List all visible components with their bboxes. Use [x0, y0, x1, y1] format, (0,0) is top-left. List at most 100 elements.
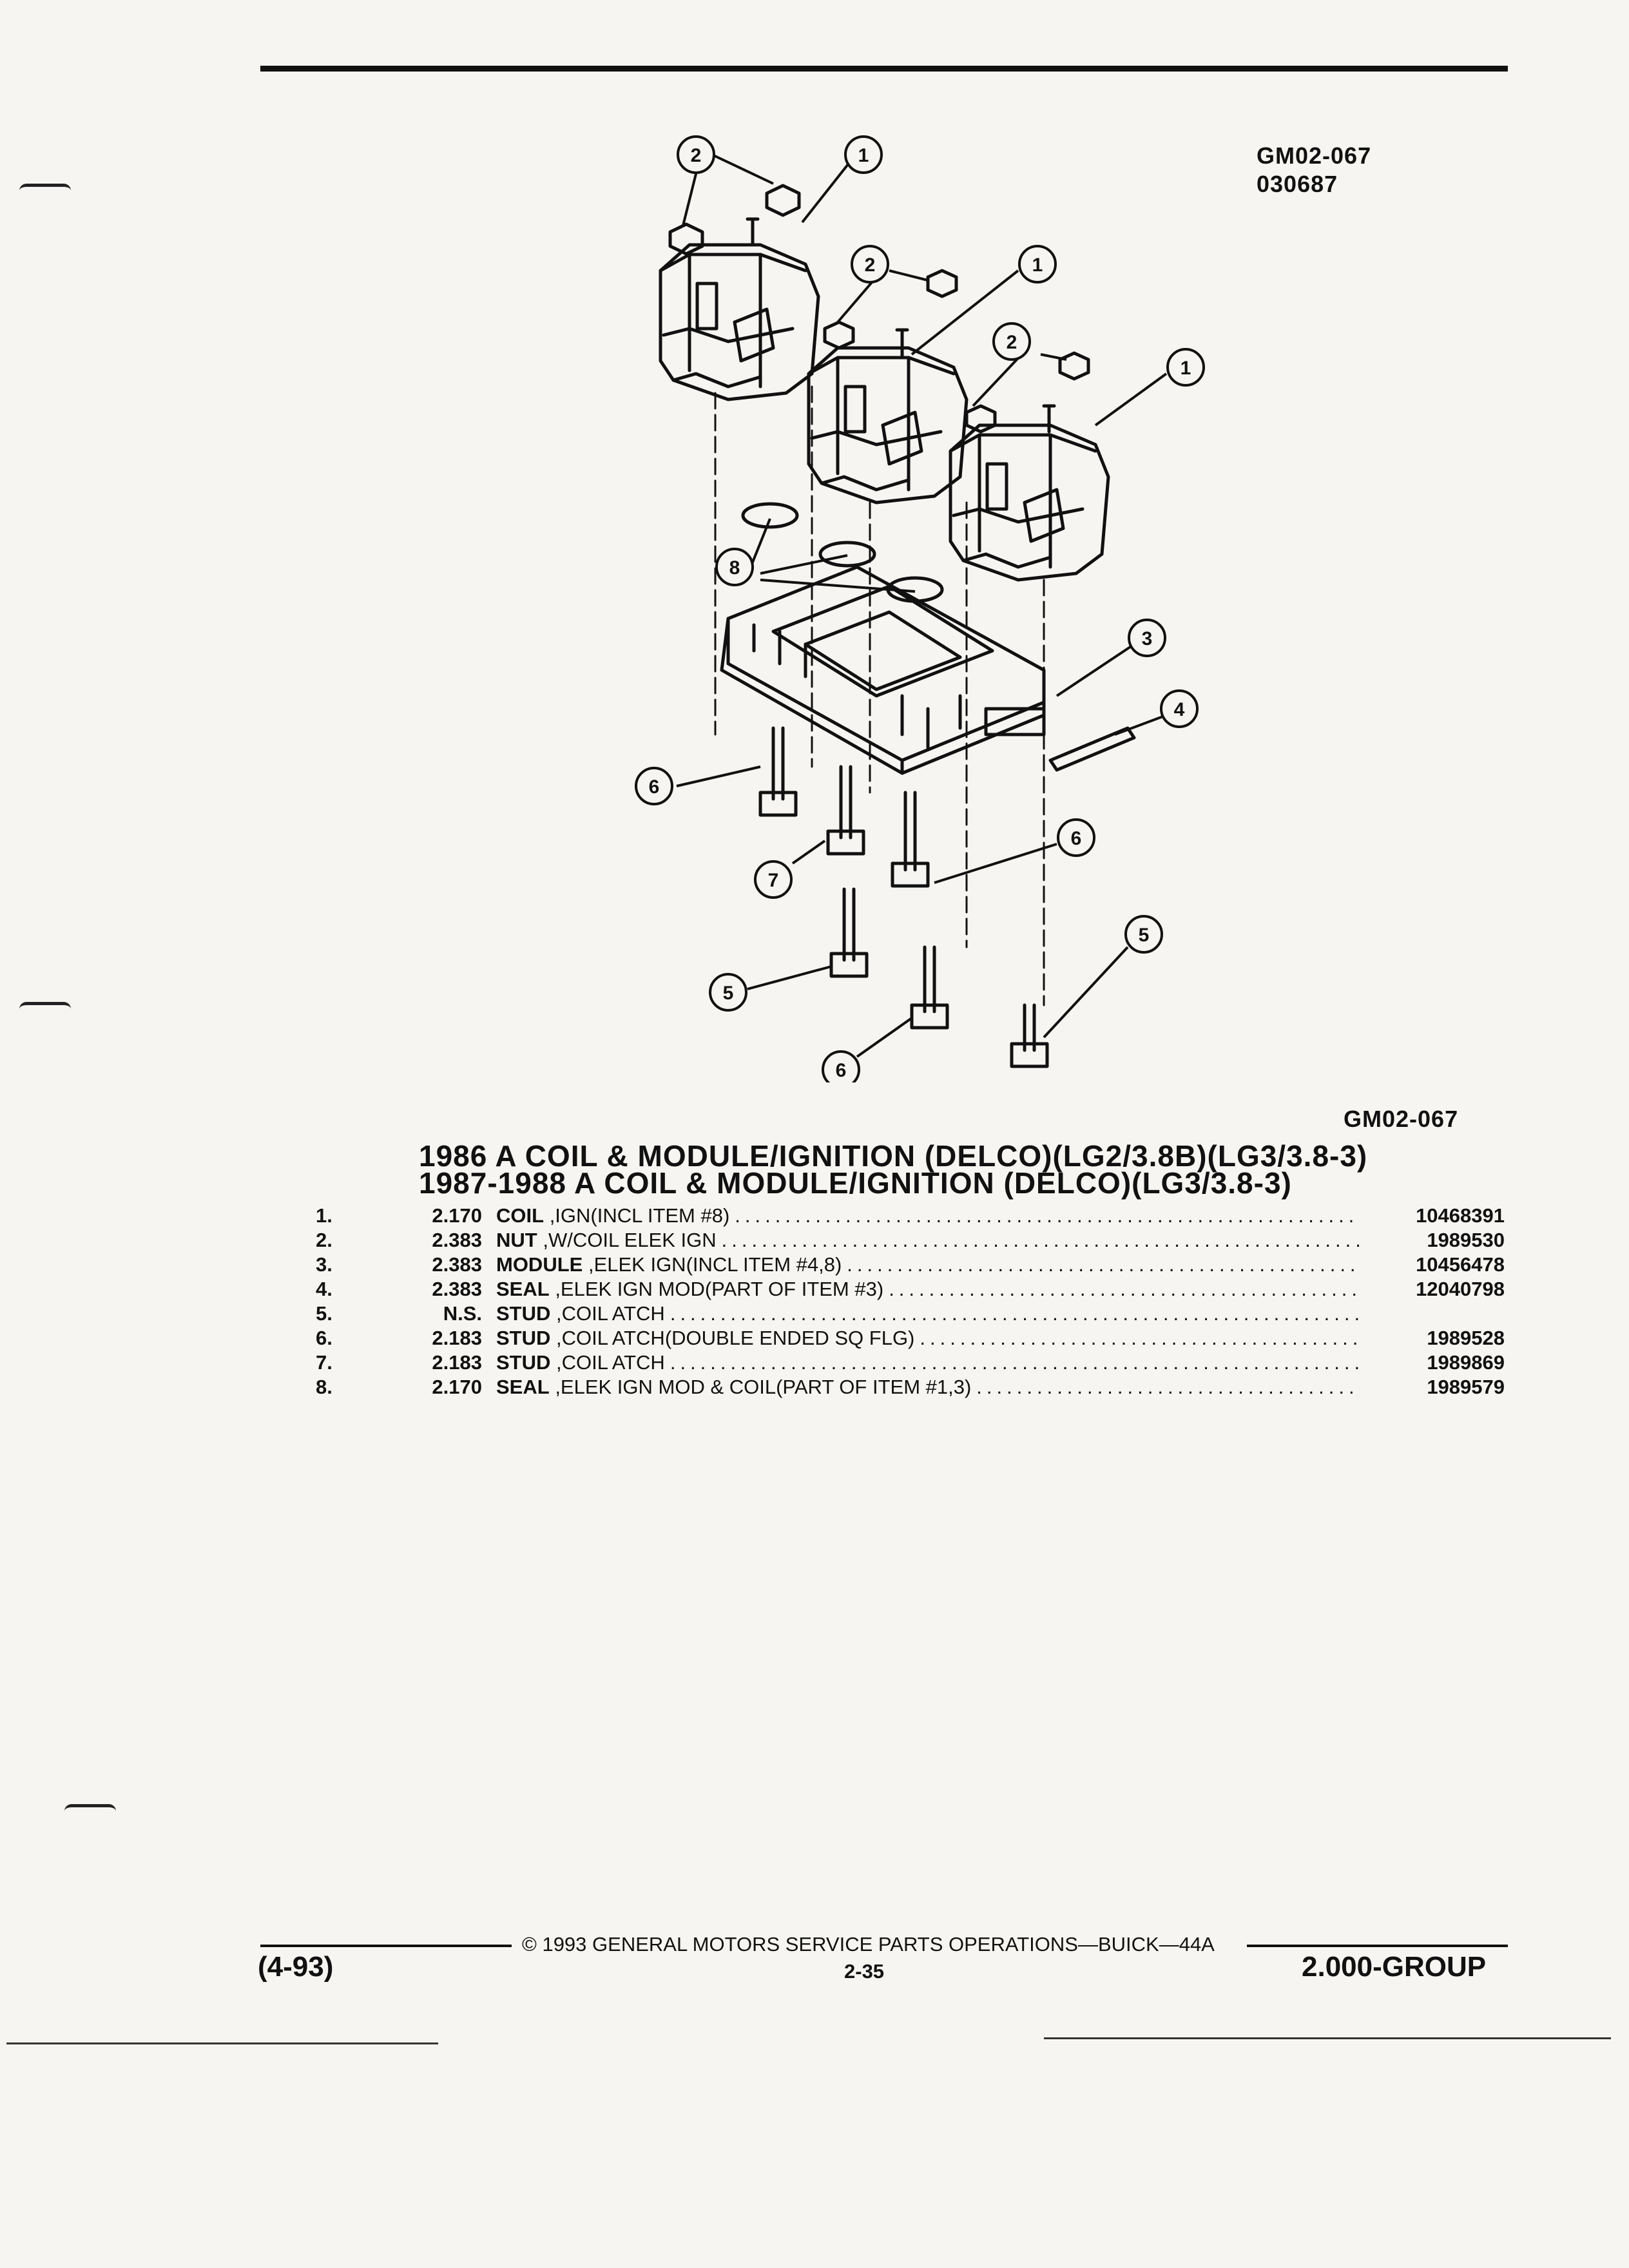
item-number: 1. [316, 1204, 333, 1227]
part-name: COIL [496, 1204, 545, 1227]
figure-date-code: 030687 [1257, 171, 1338, 197]
table-row: 7. 2.183 STUD ,COIL ATCH 1989869 [316, 1350, 1505, 1375]
svg-text:1: 1 [858, 145, 869, 166]
part-name: NUT [496, 1229, 537, 1251]
callout-8: 8 [715, 548, 754, 586]
part-description: COIL ,IGN(INCL ITEM #8) [496, 1204, 1376, 1228]
leader-dots [717, 1228, 1360, 1253]
part-name: MODULE [496, 1253, 583, 1276]
group-number: 2.383 [432, 1253, 482, 1276]
part-detail: ,COIL ATCH [556, 1302, 665, 1325]
table-row: 4. 2.383 SEAL ,ELEK IGN MOD(PART OF ITEM #… [316, 1277, 1505, 1302]
part-description: SEAL ,ELEK IGN MOD & COIL(PART OF ITEM #… [496, 1375, 1376, 1399]
part-name: SEAL [496, 1376, 550, 1398]
part-name: STUD [496, 1351, 551, 1374]
item-number: 3. [316, 1253, 333, 1276]
part-number: 1989579 [1427, 1376, 1505, 1398]
exploded-parts-diagram: 2 1 2 1 2 1 8 3 4 6 6 7 5 5 6 [635, 135, 1205, 1082]
module-seal-strip [1048, 726, 1136, 772]
svg-text:6: 6 [836, 1060, 847, 1081]
part-detail: ,ELEK IGN(INCL ITEM #4,8) [588, 1253, 842, 1276]
part-detail: ,ELEK IGN MOD & COIL(PART OF ITEM #1,3) [555, 1376, 972, 1398]
section-title-1987-1988: 1987-1988 A COIL & MODULE/IGNITION (DELC… [419, 1166, 1292, 1200]
part-number: 1989530 [1427, 1229, 1505, 1251]
leader-dots [914, 1326, 1360, 1350]
part-name: SEAL [496, 1278, 550, 1300]
svg-text:1: 1 [1181, 358, 1191, 379]
scan-edge-line [6, 2042, 438, 2044]
svg-text:2: 2 [865, 255, 876, 276]
svg-text:6: 6 [649, 776, 660, 798]
binder-mark [64, 1804, 116, 1811]
callout-6c: 6 [822, 1050, 860, 1082]
callout-5b: 5 [1124, 915, 1163, 954]
top-rule [260, 66, 1508, 72]
page-number: 2-35 [844, 1960, 885, 1983]
item-number: 7. [316, 1351, 333, 1374]
footer-revision: (4-93) [258, 1951, 334, 1983]
svg-text:3: 3 [1142, 628, 1153, 649]
part-description: STUD ,COIL ATCH [496, 1302, 1376, 1326]
binder-mark [19, 1002, 71, 1009]
callout-2b: 2 [851, 245, 889, 284]
svg-text:2: 2 [691, 145, 702, 166]
coil-nuts [668, 184, 1090, 434]
part-detail: ,W/COIL ELEK IGN [543, 1229, 717, 1251]
table-row: 6. 2.183 STUD ,COIL ATCH(DOUBLE ENDED SQ F… [316, 1326, 1505, 1350]
leader-dots [665, 1350, 1360, 1375]
footer-copyright: © 1993 GENERAL MOTORS SERVICE PARTS OPER… [522, 1933, 1215, 1956]
callout-1b: 1 [1018, 245, 1057, 284]
part-number: 1989869 [1427, 1351, 1505, 1374]
svg-text:8: 8 [729, 557, 740, 579]
callout-6b: 6 [1057, 818, 1095, 857]
ignition-module [720, 565, 1046, 775]
part-detail: ,COIL ATCH(DOUBLE ENDED SQ FLG) [556, 1327, 915, 1349]
svg-text:5: 5 [1139, 925, 1150, 946]
svg-text:4: 4 [1174, 699, 1185, 720]
part-detail: ,COIL ATCH [556, 1351, 665, 1374]
leader-dots [665, 1302, 1360, 1326]
item-number: 4. [316, 1278, 333, 1300]
ignition-coil-3 [949, 423, 1110, 582]
group-number: 2.383 [432, 1229, 482, 1251]
svg-text:1: 1 [1032, 255, 1043, 276]
callout-4: 4 [1160, 689, 1199, 728]
callout-1c: 1 [1166, 348, 1205, 387]
item-number: 2. [316, 1229, 333, 1251]
part-number: 10456478 [1416, 1253, 1505, 1276]
section-title-1986: 1986 A COIL & MODULE/IGNITION (DELCO)(LG… [419, 1139, 1368, 1173]
part-name: STUD [496, 1327, 551, 1349]
part-number: 1989528 [1427, 1327, 1505, 1349]
callout-1a: 1 [844, 135, 883, 174]
leader-dots [842, 1253, 1360, 1277]
leader-dots [883, 1277, 1360, 1302]
table-row: 3. 2.383 MODULE ,ELEK IGN(INCL ITEM #4,8) 1… [316, 1253, 1505, 1277]
table-row: 5.N.S.STUD ,COIL ATCH [316, 1302, 1505, 1326]
part-description: MODULE ,ELEK IGN(INCL ITEM #4,8) [496, 1253, 1376, 1277]
part-description: SEAL ,ELEK IGN MOD(PART OF ITEM #3) [496, 1277, 1376, 1302]
part-number [1376, 1302, 1505, 1326]
part-name: STUD [496, 1302, 551, 1325]
footer-group: 2.000-GROUP [1302, 1951, 1487, 1983]
item-number: 8. [316, 1376, 333, 1398]
part-number: 12040798 [1416, 1278, 1505, 1300]
group-number: 2.183 [432, 1351, 482, 1374]
figure-code-bottom: GM02-067 [1344, 1106, 1459, 1132]
part-detail: ,ELEK IGN MOD(PART OF ITEM #3) [555, 1278, 884, 1300]
part-description: STUD ,COIL ATCH [496, 1350, 1376, 1375]
svg-text:7: 7 [768, 870, 779, 891]
part-description: NUT ,W/COIL ELEK IGN [496, 1228, 1376, 1253]
part-detail: ,IGN(INCL ITEM #8) [549, 1204, 730, 1227]
svg-text:2: 2 [1007, 332, 1017, 353]
item-number: 6. [316, 1327, 333, 1349]
group-number: 2.183 [432, 1327, 482, 1349]
callout-2a: 2 [677, 135, 715, 174]
group-number: 2.383 [432, 1278, 482, 1300]
callout-6a: 6 [635, 767, 673, 805]
leader-dots [729, 1204, 1360, 1228]
callout-2c: 2 [992, 322, 1031, 361]
svg-text:6: 6 [1071, 828, 1082, 849]
svg-text:5: 5 [723, 983, 734, 1004]
